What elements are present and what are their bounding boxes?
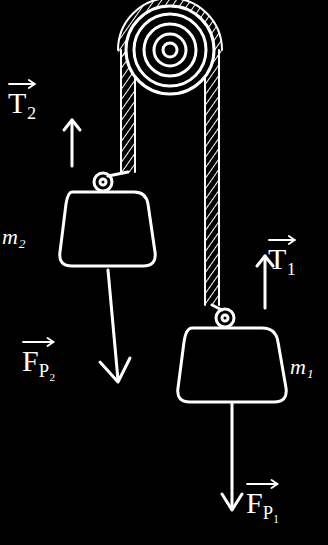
mass-block — [178, 328, 287, 402]
force-label: FP₂ — [22, 346, 56, 380]
pulley-rim — [134, 14, 206, 86]
rope-edge — [218, 50, 220, 305]
rope — [206, 50, 218, 305]
arrow-head — [100, 358, 130, 382]
hook-ring — [222, 315, 228, 321]
mass-label: m₁ — [290, 356, 314, 378]
hook-ring — [94, 173, 112, 191]
rope-edge — [120, 50, 122, 172]
pulley-wheel — [126, 6, 214, 94]
force-arrow — [108, 270, 118, 380]
force-arrow — [231, 404, 234, 508]
rope-edge — [204, 50, 206, 305]
force-arrow — [264, 256, 267, 308]
pulley-hub — [154, 34, 186, 66]
force-label: FP₁ — [246, 488, 280, 522]
arrow-head — [64, 120, 80, 130]
hook-ring — [216, 309, 234, 327]
hook-ring — [100, 179, 106, 185]
mass-block — [60, 192, 156, 266]
force-label: T₂ — [8, 88, 37, 118]
mass-label: m₂ — [2, 226, 26, 248]
arrow-head — [222, 494, 242, 510]
force-label: T₁ — [268, 244, 297, 274]
force-arrow — [71, 120, 74, 166]
pulley-axle — [163, 43, 177, 57]
pulley-rim — [144, 24, 196, 76]
